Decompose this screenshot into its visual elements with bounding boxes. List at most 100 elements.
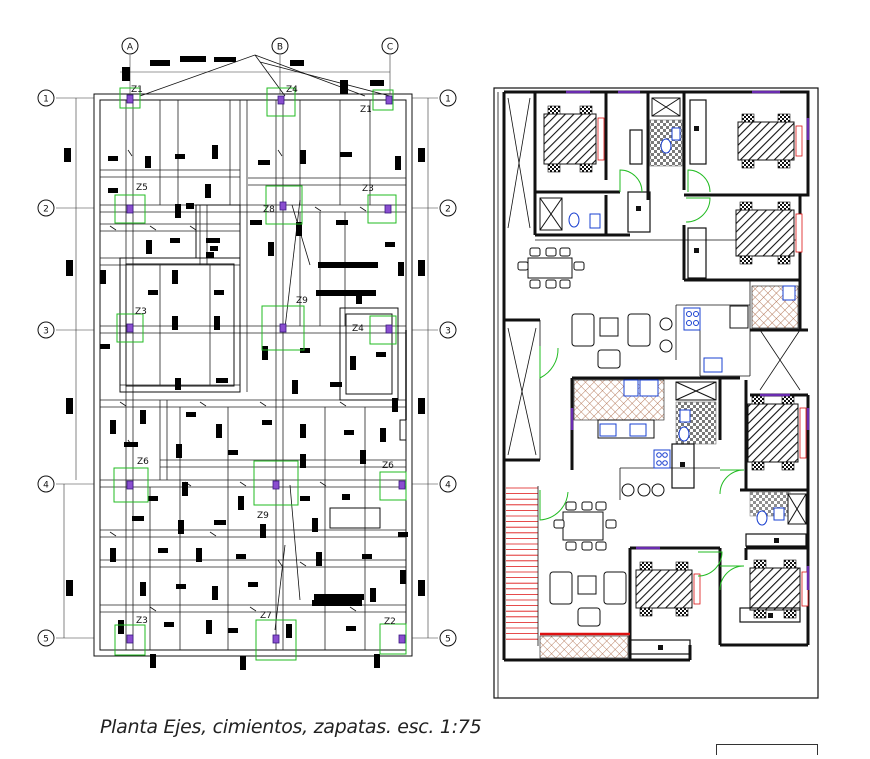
columns xyxy=(126,94,406,644)
arch-thin-lines xyxy=(497,92,801,698)
dim-block xyxy=(175,378,181,390)
dim-block xyxy=(380,428,386,442)
dimension-blocks xyxy=(64,56,425,670)
dim-block xyxy=(180,56,206,62)
nightstand xyxy=(741,113,755,123)
dim-block xyxy=(100,270,106,284)
dim-block xyxy=(376,352,386,357)
dim-block xyxy=(346,626,356,631)
dim-block xyxy=(318,262,378,268)
dim-block xyxy=(370,588,376,602)
drawing-caption: Planta Ejes, cimientos, zapatas. esc. 1:… xyxy=(100,716,482,738)
nightstand xyxy=(777,113,791,123)
zapata-label-z4: Z4 xyxy=(352,324,364,334)
chair xyxy=(565,541,577,551)
dim-block xyxy=(400,570,406,584)
dim-block xyxy=(148,496,158,501)
dim-block xyxy=(290,60,304,66)
dim-block xyxy=(336,220,348,225)
nightstand xyxy=(783,559,797,569)
zapata-label-z5: Z5 xyxy=(136,183,148,193)
dim-block xyxy=(344,430,354,435)
dim-block xyxy=(140,410,146,424)
dim-block xyxy=(196,548,202,562)
dim-block xyxy=(132,516,144,521)
dim-block xyxy=(150,60,170,66)
nightstand xyxy=(639,561,653,571)
bed-frame xyxy=(635,569,693,609)
kitchen-fixtures xyxy=(599,285,796,469)
axis-label-B: B xyxy=(277,43,283,53)
axis-label-4: 4 xyxy=(445,481,451,491)
dim-block xyxy=(262,346,268,360)
zapata-label-z9: Z9 xyxy=(296,296,308,306)
dim-block xyxy=(176,584,186,589)
dim-block xyxy=(238,496,244,510)
dim-block xyxy=(145,156,151,168)
chair xyxy=(529,279,541,289)
axis-bubble-3-right xyxy=(439,321,457,339)
bed-headboard xyxy=(795,213,803,253)
dim-block xyxy=(186,412,196,417)
nightstand xyxy=(781,461,795,471)
axis-bubble-2-right xyxy=(439,199,457,217)
dim-block xyxy=(300,496,310,501)
nightstand xyxy=(547,105,561,115)
axis-label-A: A xyxy=(127,43,134,53)
bathroom-fixtures xyxy=(539,97,807,526)
dim-block xyxy=(186,203,194,209)
axis-bubble-2-left xyxy=(37,199,55,217)
axis-bubble-4-right xyxy=(439,475,457,493)
zapata-label-z1: Z1 xyxy=(360,105,372,115)
dim-block xyxy=(212,145,218,159)
dim-block xyxy=(300,348,310,353)
nightstand xyxy=(777,201,791,211)
dim-block xyxy=(268,242,274,256)
chair xyxy=(573,261,585,271)
chair xyxy=(545,279,557,289)
dim-block xyxy=(300,150,306,164)
nightstand xyxy=(751,395,765,405)
dim-block xyxy=(418,398,425,414)
zapata-label-z6: Z6 xyxy=(382,461,394,471)
dim-block xyxy=(312,518,318,532)
dim-block xyxy=(350,356,356,370)
axis-label-2: 2 xyxy=(445,205,451,215)
dim-block xyxy=(150,654,156,668)
wardrobes xyxy=(627,99,807,655)
dim-block xyxy=(206,252,214,258)
bed-headboard xyxy=(597,117,605,161)
axis-bubble-B xyxy=(271,37,289,55)
nightstand xyxy=(739,255,753,265)
dim-block xyxy=(356,290,362,304)
dim-block xyxy=(312,600,362,606)
dim-block xyxy=(216,378,228,383)
dim-block xyxy=(206,238,220,243)
chair xyxy=(559,279,571,289)
dim-block xyxy=(146,240,152,254)
dim-block xyxy=(228,628,238,633)
dim-block xyxy=(148,290,158,295)
bed-frame xyxy=(737,121,795,161)
bed-5 xyxy=(635,561,701,617)
dim-block xyxy=(362,554,372,559)
chair xyxy=(595,501,607,511)
bed-frame xyxy=(747,403,799,463)
dim-block xyxy=(418,260,425,276)
zapata-label-z7: Z7 xyxy=(260,611,272,621)
dim-block xyxy=(250,220,262,225)
arch-walls xyxy=(502,90,810,662)
dim-block xyxy=(370,80,384,86)
dim-block xyxy=(292,380,298,394)
dim-block xyxy=(385,242,395,247)
dim-block xyxy=(316,290,376,296)
windows xyxy=(566,90,810,590)
architectural-plan xyxy=(493,87,819,699)
axis-label-3: 3 xyxy=(43,327,49,337)
zapata-label-z3: Z3 xyxy=(362,184,374,194)
dim-block xyxy=(212,586,218,600)
foundation-enclosures xyxy=(119,204,407,529)
nightstand xyxy=(639,607,653,617)
dim-block xyxy=(340,152,352,157)
